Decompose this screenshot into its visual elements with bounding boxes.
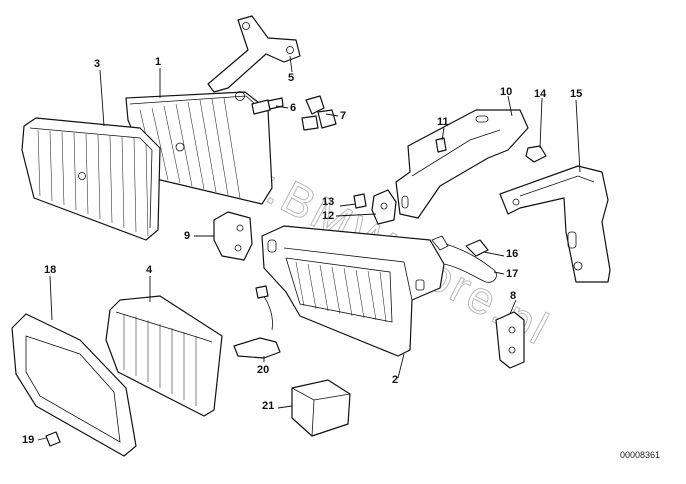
part-16-connector[interactable]: [431, 235, 489, 257]
part-3-lamp-lens[interactable]: [21, 117, 161, 241]
leader-lines: [37, 55, 581, 441]
part-5-top-bracket[interactable]: [207, 15, 301, 101]
callout-4: 4: [146, 264, 153, 276]
part-18-bezel-frame[interactable]: [11, 313, 137, 457]
callout-20: 20: [257, 364, 270, 376]
callout-1: 1: [155, 56, 162, 68]
callout-16: 16: [506, 248, 519, 260]
part-20-bulb[interactable]: [233, 285, 281, 359]
callout-10: 10: [500, 86, 513, 98]
part-13-clip[interactable]: [353, 193, 367, 209]
callout-19: 19: [22, 434, 35, 446]
callout-12: 12: [322, 210, 335, 222]
part-12-holder[interactable]: [371, 189, 397, 225]
callout-2: 2: [392, 374, 399, 386]
callout-14: 14: [534, 88, 547, 100]
part-7-clips[interactable]: [301, 95, 337, 131]
callout-3: 3: [94, 58, 101, 70]
callout-21: 21: [262, 400, 275, 412]
part-10-angle-bracket[interactable]: [395, 109, 529, 219]
callout-5: 5: [288, 72, 295, 84]
callout-13: 13: [322, 196, 335, 208]
callout-18: 18: [44, 264, 57, 276]
callout-17: 17: [506, 268, 519, 280]
diagram-code: 00008361: [620, 450, 661, 460]
callout-15: 15: [570, 88, 583, 100]
callout-11: 11: [437, 116, 449, 128]
part-9-small-bracket[interactable]: [213, 211, 253, 261]
part-19-screw[interactable]: [45, 431, 61, 447]
part-15-mounting-bracket[interactable]: [499, 165, 611, 283]
callout-9: 9: [184, 230, 191, 242]
part-8-plate[interactable]: [495, 311, 525, 369]
part-2-fog-lamp-assembly[interactable]: [261, 225, 445, 357]
callout-8: 8: [510, 290, 517, 302]
part-4-lamp-lens[interactable]: [105, 295, 223, 417]
callout-6: 6: [290, 102, 297, 114]
part-11-screw[interactable]: [435, 137, 447, 153]
part-17-cable[interactable]: [443, 243, 497, 283]
part-21-relay[interactable]: [291, 379, 351, 437]
callout-7: 7: [340, 110, 347, 122]
part-14-nut[interactable]: [525, 145, 547, 163]
